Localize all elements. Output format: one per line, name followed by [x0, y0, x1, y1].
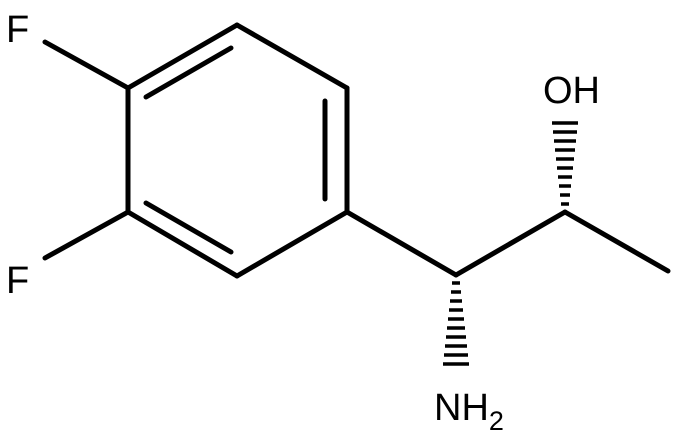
hashed-wedge-to-oh — [552, 121, 578, 206]
hashed-wedge-to-nh2 — [443, 281, 469, 366]
ring-bond-2 — [234, 22, 350, 91]
ring-bond-1 — [125, 22, 240, 91]
ring-inner-double-3 — [143, 200, 234, 255]
bond-c2-to-methyl — [562, 209, 671, 274]
atom-label-fluorine-bottom: F — [6, 260, 29, 302]
bond-ring-to-f-bottom — [42, 209, 131, 261]
ring-inner-double-1 — [143, 45, 234, 100]
bond-c1-to-c2 — [453, 209, 568, 278]
amine-subscript: 2 — [489, 406, 504, 436]
atom-label-amine: NH2 — [434, 387, 504, 436]
atom-label-hydroxyl: OH — [543, 70, 600, 112]
ring-bond-4 — [234, 209, 350, 279]
atom-label-fluorine-top: F — [6, 9, 29, 51]
benzene-ring — [125, 22, 350, 279]
amine-nh: NH — [434, 387, 489, 429]
bond-ring-to-c1 — [344, 209, 459, 278]
ring-bond-5 — [125, 209, 240, 279]
bond-ring-to-f-top — [42, 39, 131, 91]
